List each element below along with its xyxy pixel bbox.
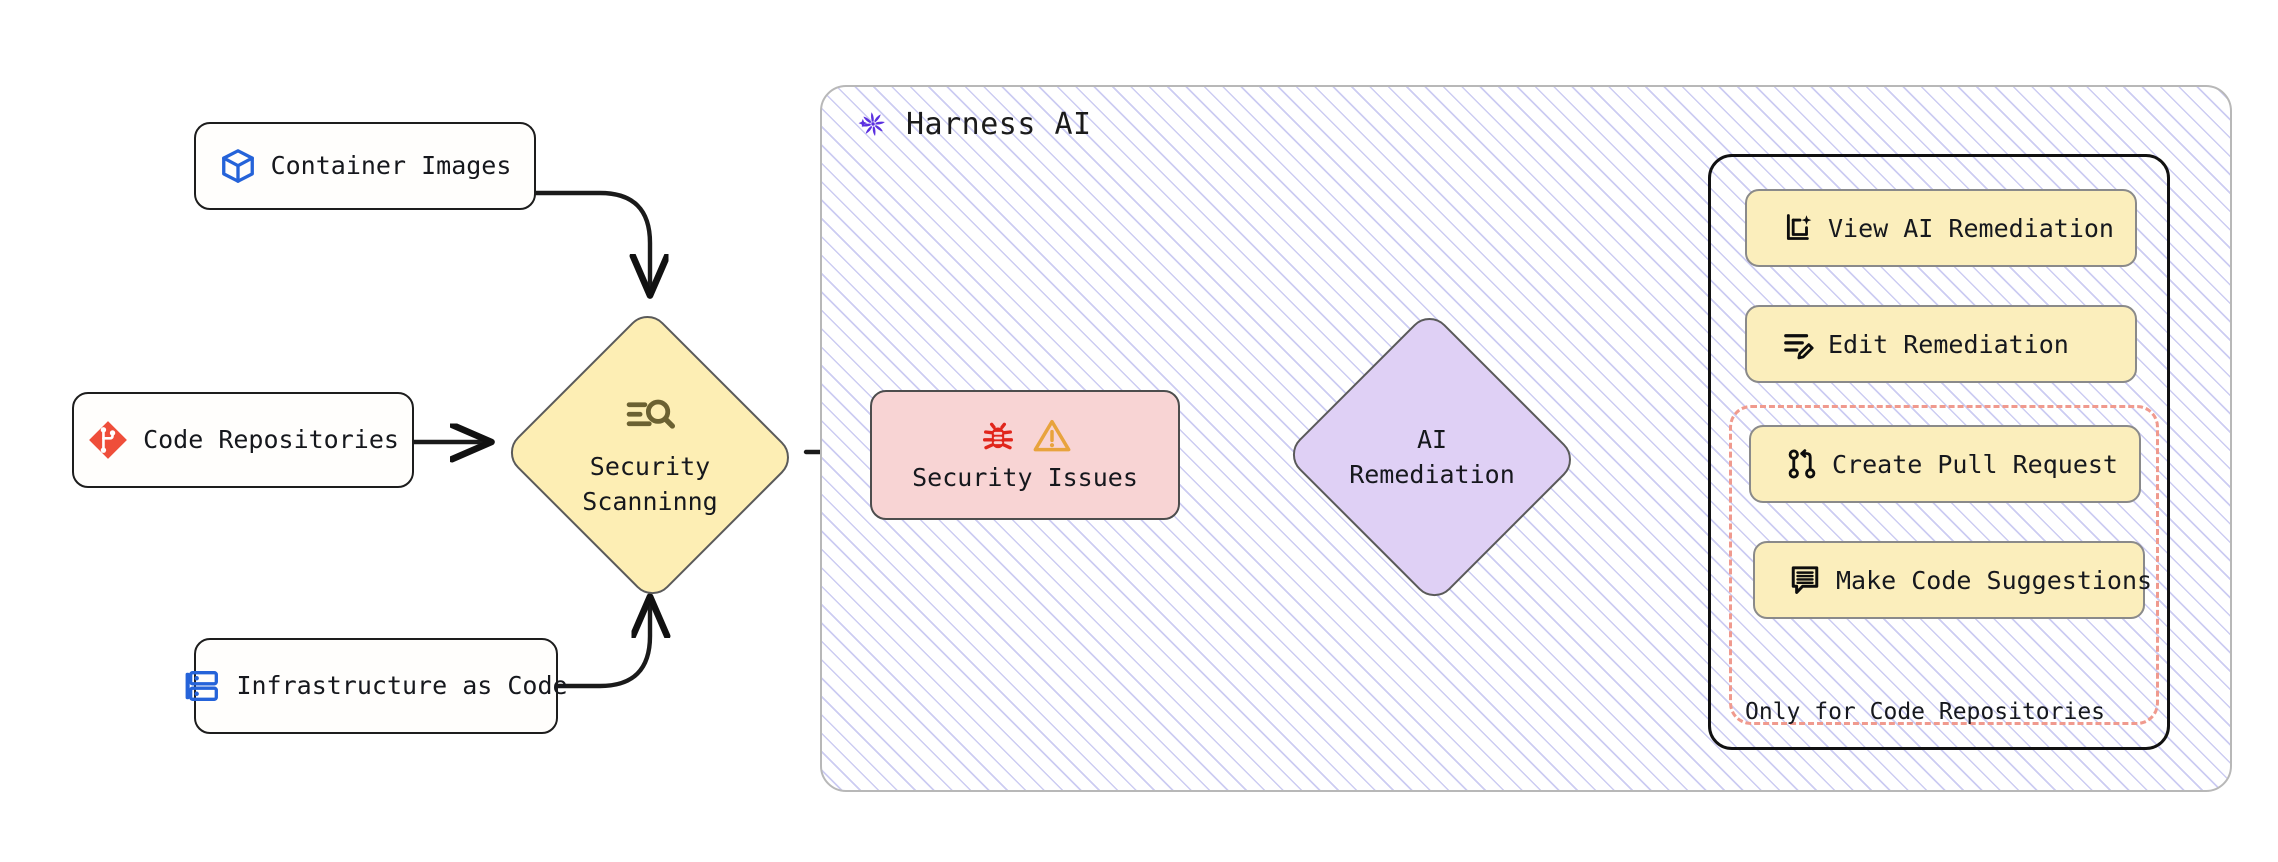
server-stack-icon — [184, 667, 222, 705]
harness-ai-header: Harness AI — [854, 105, 1092, 143]
bug-icon — [983, 423, 1013, 450]
git-pull-request-icon — [1785, 447, 1819, 481]
ai-remediation-label-line1: AI — [1416, 424, 1448, 454]
security-scanning-label-line1: Security — [589, 451, 711, 481]
code-repositories-label: Code Repositories — [143, 425, 399, 455]
make-code-suggestions-label: Make Code Suggestions — [1836, 565, 2153, 595]
document-sparkle-icon — [1781, 211, 1815, 245]
security-issue-icons — [978, 416, 1072, 456]
node-infrastructure-as-code[interactable]: Infrastructure as Code — [186, 638, 568, 734]
git-icon — [87, 419, 129, 461]
ai-remediation-label-line2: Remediation — [1349, 460, 1515, 489]
ai-remediation-content: AI Remediation — [1349, 424, 1515, 491]
security-issues-label: Security Issues — [912, 463, 1138, 493]
view-ai-remediation-label: View AI Remediation — [1828, 213, 2114, 243]
harness-ai-container: Harness AI — [820, 85, 2232, 792]
code-repositories-only-label: Only for Code Repositories — [1745, 699, 2106, 725]
cube-icon — [219, 147, 257, 185]
code-repositories-only-group — [1729, 405, 2159, 725]
harness-pinwheel-logo — [858, 112, 885, 136]
node-code-repositories[interactable]: Code Repositories — [72, 392, 414, 488]
list-pencil-icon — [1781, 327, 1815, 361]
comment-lines-icon — [1789, 563, 1823, 597]
scan-search-icon — [624, 393, 676, 437]
view-ai-remediation-button[interactable]: View AI Remediation — [1745, 189, 2137, 267]
ai-actions-panel: View AI Remediation Edit — [1708, 154, 2170, 750]
container-images-label: Container Images — [270, 151, 512, 181]
make-code-suggestions-button[interactable]: Make Code Suggestions — [1753, 541, 2152, 619]
edit-remediation-label: Edit Remediation — [1828, 329, 2069, 359]
create-pull-request-button[interactable]: Create Pull Request — [1749, 425, 2141, 503]
warning-triangle-icon — [1033, 420, 1071, 452]
infrastructure-as-code-label: Infrastructure as Code — [236, 671, 568, 701]
harness-ai-title: Harness AI — [906, 106, 1092, 142]
create-pull-request-label: Create Pull Request — [1832, 449, 2118, 479]
edit-remediation-button[interactable]: Edit Remediation — [1745, 305, 2137, 383]
security-scanning-label-line2: Scanninng — [582, 487, 718, 516]
node-security-issues[interactable]: Security Issues — [870, 390, 1180, 520]
node-security-scanning[interactable]: Security Scanninng — [500, 306, 800, 604]
security-scanning-content: Security Scanninng — [582, 393, 718, 518]
node-ai-remediation[interactable]: AI Remediation — [1282, 308, 1582, 606]
node-container-images[interactable]: Container Images — [194, 122, 536, 210]
